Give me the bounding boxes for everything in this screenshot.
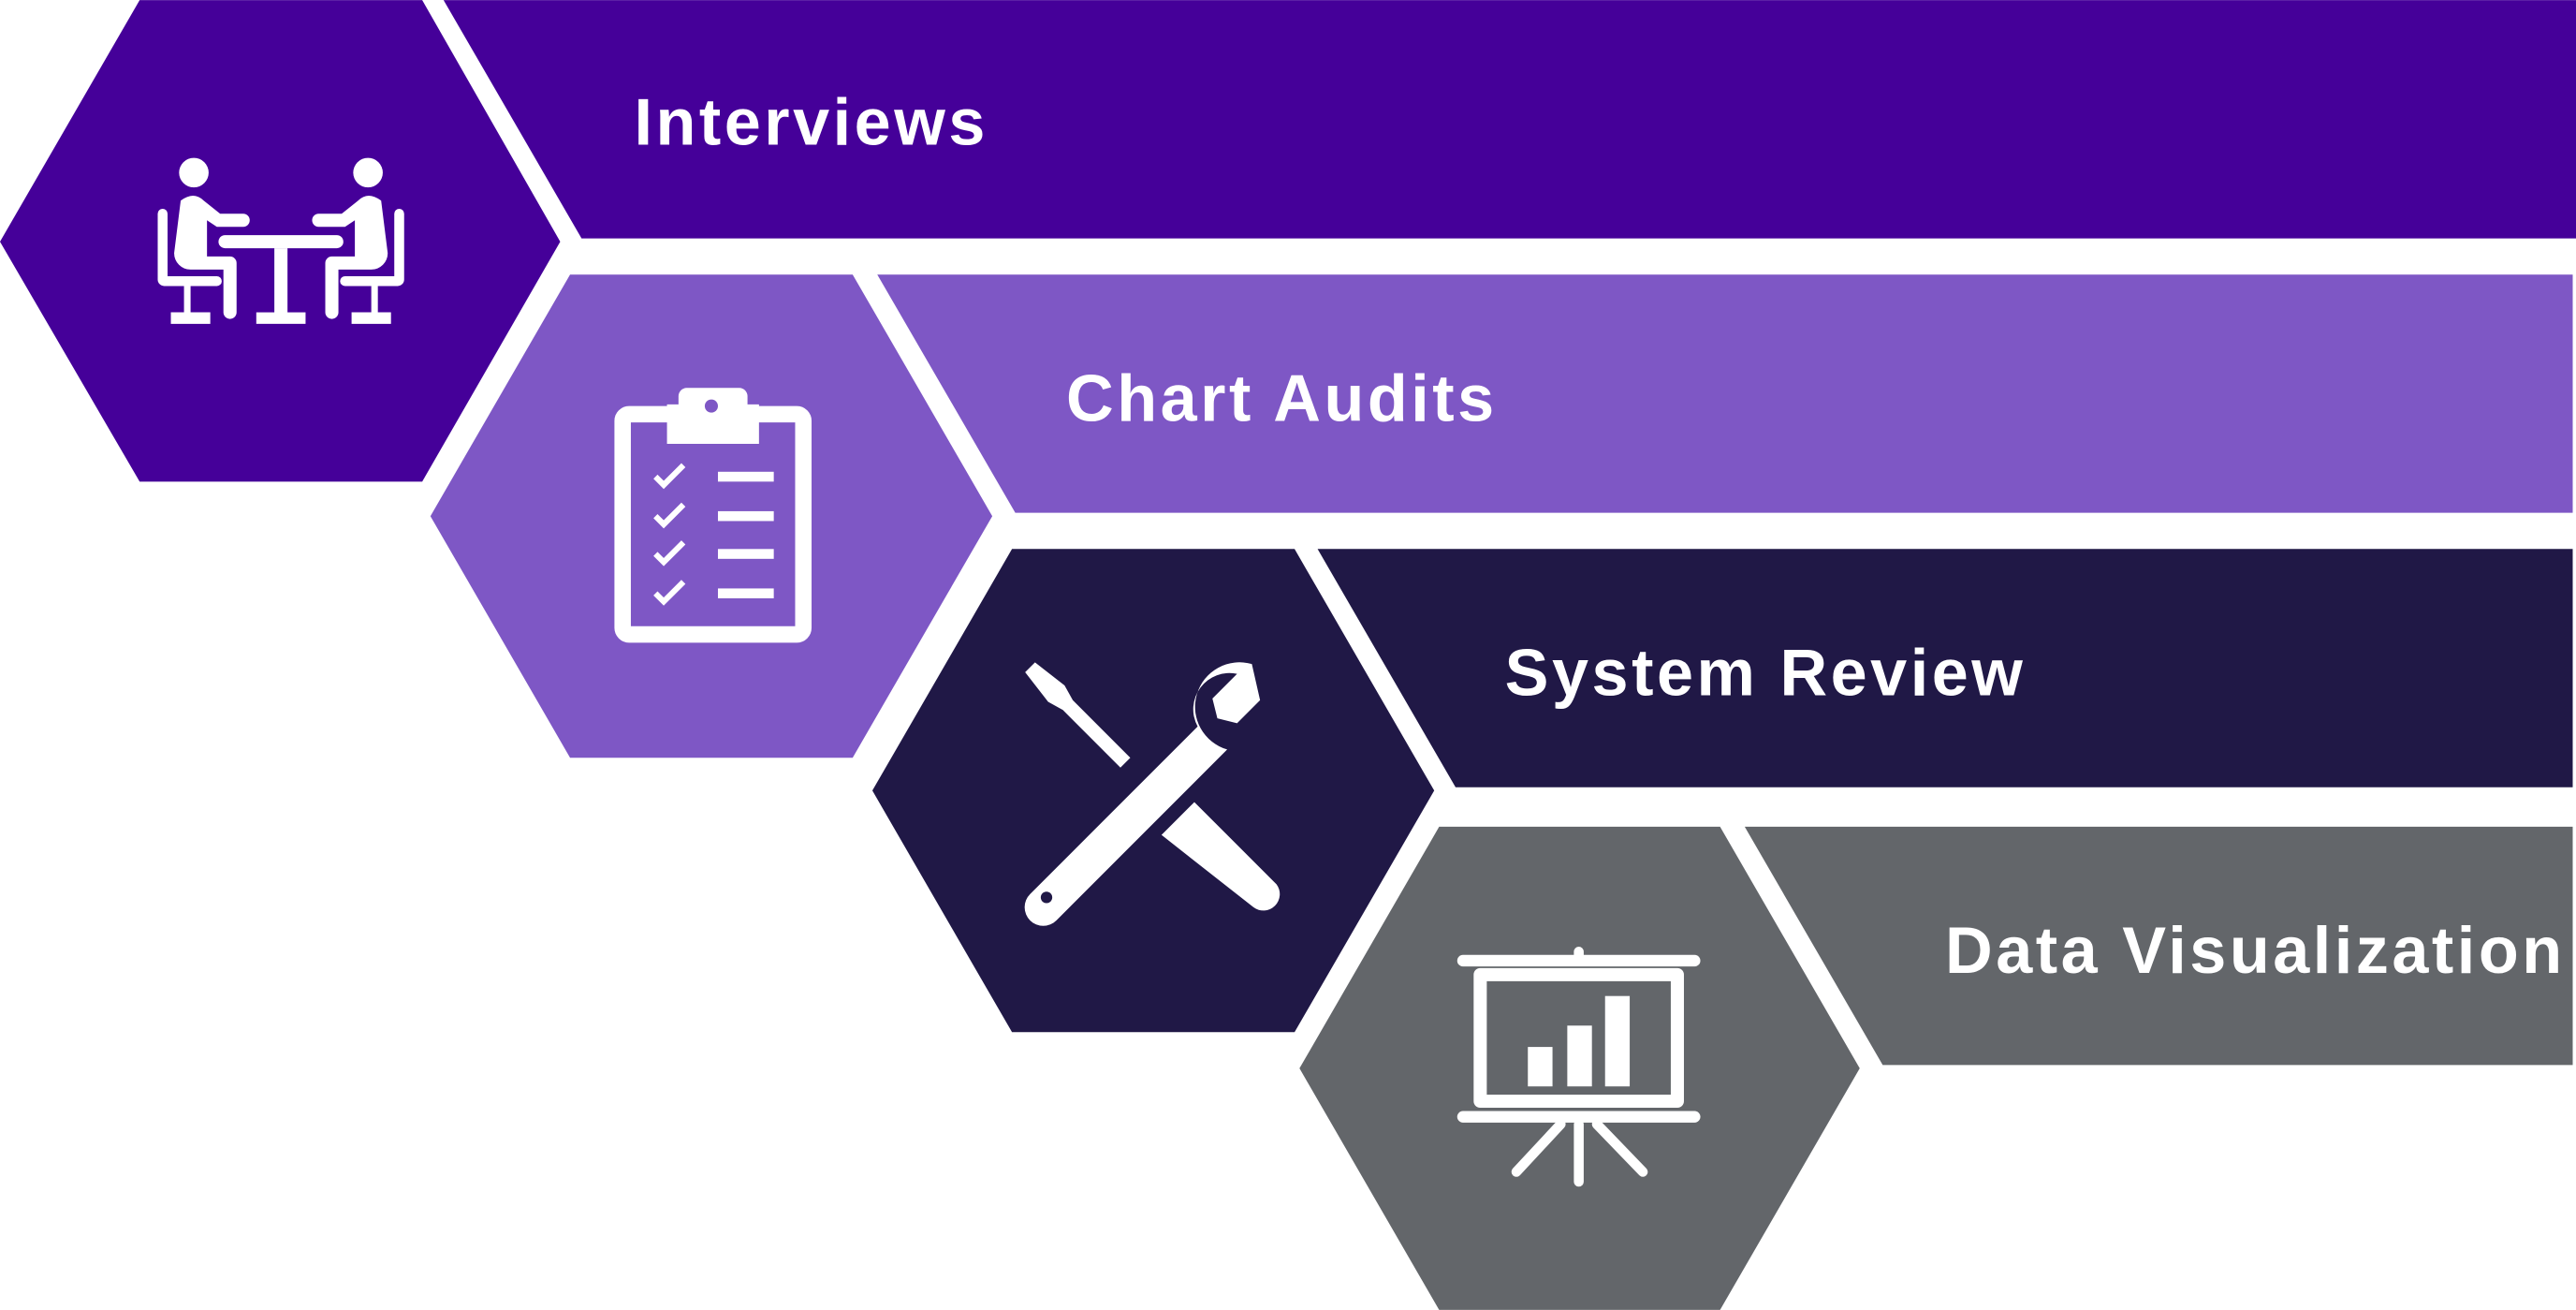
- step-3-label: System Review: [1505, 635, 2027, 709]
- step-data-visualization: Data Visualization: [1299, 826, 2573, 1310]
- step-2-hexagon: [430, 274, 993, 758]
- step-1-banner: [443, 0, 2576, 239]
- step-4-label: Data Visualization: [1945, 913, 2566, 987]
- clipboard-checklist-icon: [614, 388, 812, 643]
- step-3-banner: [1317, 549, 2573, 787]
- step-interviews: Interviews: [0, 0, 2576, 482]
- presentation-chart-icon: [1456, 947, 1701, 1187]
- step-2-banner: [877, 274, 2573, 513]
- interview-icon: [157, 157, 404, 324]
- tools-icon: [1024, 662, 1281, 926]
- step-system-review: System Review: [871, 549, 2573, 1033]
- step-1-label: Interviews: [634, 85, 988, 159]
- step-chart-audits: Chart Audits: [430, 274, 2573, 758]
- step-2-label: Chart Audits: [1066, 361, 1498, 434]
- step-4-banner: [1744, 826, 2573, 1066]
